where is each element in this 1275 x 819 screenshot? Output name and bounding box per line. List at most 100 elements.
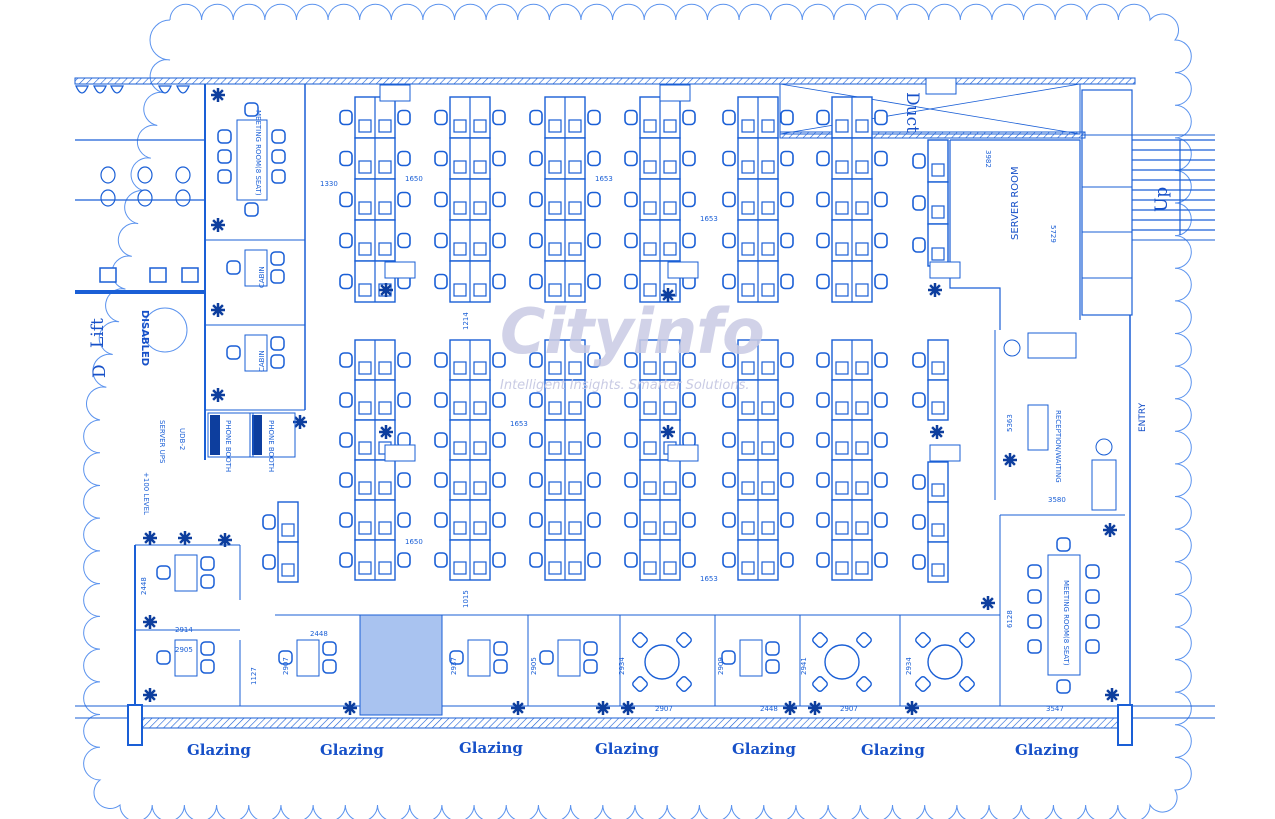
monitor (568, 160, 582, 174)
stairs-up-label: Up (1152, 186, 1172, 212)
monitor (835, 119, 849, 133)
walls (74, 77, 1215, 746)
chair (632, 632, 648, 648)
monitor (761, 561, 775, 575)
chair (529, 392, 543, 408)
monitor (855, 160, 869, 174)
chair (682, 552, 696, 568)
chair (492, 512, 506, 528)
phone-booth-area (207, 412, 443, 716)
monitor (358, 283, 372, 297)
cabinet (659, 84, 691, 102)
monitor (358, 481, 372, 495)
chair (529, 273, 543, 290)
monitor (453, 119, 467, 133)
chair (434, 109, 448, 126)
chair (434, 392, 448, 408)
plant-icon (211, 388, 225, 402)
monitor (741, 561, 755, 575)
urinal (93, 85, 107, 94)
chair (682, 352, 696, 368)
chair (874, 512, 888, 528)
dim-3982: 3982 (984, 150, 992, 168)
cloud-outline (83, 3, 1192, 819)
monitor (855, 561, 869, 575)
chair (780, 232, 794, 249)
chair (624, 472, 638, 488)
chair (682, 512, 696, 528)
chair (587, 552, 601, 568)
chair (915, 676, 931, 692)
plant-icon (661, 288, 675, 302)
toilet (175, 166, 191, 184)
monitor (741, 481, 755, 495)
staircase (1132, 139, 1215, 235)
monitor (453, 441, 467, 455)
meeting-room-label-2: MEETING ROOM(8 SEAT) (1062, 580, 1070, 666)
monitor (548, 283, 562, 297)
monitor (741, 401, 755, 415)
chair (915, 632, 931, 648)
chair (624, 109, 638, 126)
watermark-tagline: Intelligent Insights. Smarter Solutions. (500, 378, 750, 393)
toilet-fixtures (75, 85, 205, 353)
chair (339, 150, 353, 167)
cabin-label-2: CABIN (258, 350, 266, 372)
monitor (855, 521, 869, 535)
monitor (453, 561, 467, 575)
monitor (378, 481, 392, 495)
chair (339, 109, 353, 126)
chair (529, 352, 543, 368)
plant-icon (143, 615, 157, 629)
monitor (473, 283, 487, 297)
chair (780, 109, 794, 126)
monitor (548, 361, 562, 375)
plant-icon (511, 701, 525, 715)
chair (676, 632, 692, 648)
chair (765, 659, 780, 674)
plant-icon (981, 596, 995, 610)
chair (587, 432, 601, 448)
chair (780, 552, 794, 568)
chair (1056, 679, 1071, 694)
chair (434, 150, 448, 167)
server-room-label: SERVER ROOM (1010, 166, 1021, 240)
plant-icon (808, 701, 822, 715)
monitor (663, 521, 677, 535)
glazing-label-6: Glazing (861, 741, 925, 759)
chair (262, 554, 276, 570)
chair (434, 432, 448, 448)
chair (959, 632, 975, 648)
plant-icon (1003, 453, 1017, 467)
chair (722, 432, 736, 448)
turning-circle (142, 307, 188, 353)
chair (682, 232, 696, 249)
chair (856, 632, 872, 648)
monitor (568, 401, 582, 415)
phone-booth-1 (210, 415, 220, 455)
monitor (643, 160, 657, 174)
dim-2909: 2909 (717, 657, 725, 675)
monitor (358, 119, 372, 133)
plant-icon (661, 425, 675, 439)
chair (624, 273, 638, 290)
monitor (931, 361, 945, 375)
monitor (473, 160, 487, 174)
monitor (761, 441, 775, 455)
dim-1653-d: 1653 (700, 575, 718, 583)
monitor (453, 521, 467, 535)
cabinet (925, 77, 957, 95)
chair (624, 191, 638, 208)
chair (339, 472, 353, 488)
monitor (643, 521, 657, 535)
chair (912, 474, 926, 490)
monitor (663, 561, 677, 575)
monitor (548, 160, 562, 174)
monitor (643, 361, 657, 375)
dim-2448: 2448 (140, 577, 148, 595)
monitor (473, 201, 487, 215)
monitor (931, 205, 945, 219)
monitor (358, 521, 372, 535)
monitor (453, 401, 467, 415)
monitor (761, 481, 775, 495)
